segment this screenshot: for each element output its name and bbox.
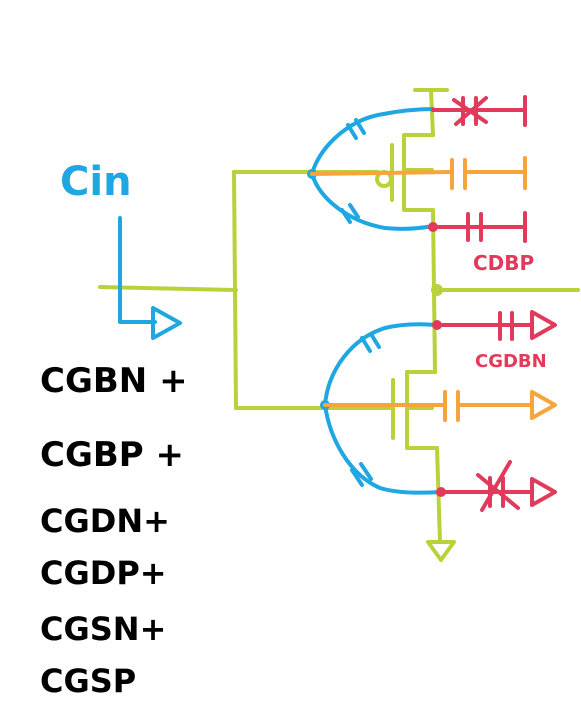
cgbn-plates (443, 390, 460, 422)
gate-bulk-capacitors (310, 156, 557, 422)
sum-list-item: CGBN + (40, 361, 188, 401)
nmos-source-cap-arrow (530, 477, 557, 507)
nmos-source-node (436, 487, 446, 497)
cgdp-cap-icon (346, 118, 366, 140)
junction-capacitors (431, 95, 557, 512)
sum-list-item: CGBP + (40, 435, 184, 475)
pmos-source-cap-crossout (452, 96, 488, 126)
cdbn-arrow (530, 310, 557, 340)
input-wire (98, 285, 238, 292)
cgsn-curve (323, 403, 443, 495)
sum-list-item: CGDP+ (40, 554, 167, 592)
pmos-source-line (429, 88, 435, 137)
cgbn-arrow (530, 390, 557, 420)
cgdbn-label: CGDBN (475, 351, 547, 372)
cgdn-curve (323, 322, 439, 407)
cin-wire (118, 216, 157, 324)
cin-label: Cin (60, 159, 132, 205)
cdbp-label: CDBP (473, 251, 534, 275)
nmos-drain-node (432, 320, 442, 330)
gate-overlap-capacitors (118, 107, 443, 495)
cdbn-plates (498, 311, 514, 341)
output-node (431, 284, 443, 296)
cgdn-cap-icon (360, 332, 381, 353)
capacitance-sum-list: CGBN + CGBP + CGDN+ CGDP+ CGSN+ CGSP (40, 361, 188, 700)
sum-list-item: CGSP (40, 662, 136, 700)
cgbp-wire (310, 170, 452, 176)
pmos-drain-node (428, 222, 438, 232)
gate-bus (232, 170, 238, 410)
sum-list-item: CGSN+ (40, 610, 166, 648)
cgsp-curve (310, 172, 435, 231)
ground-triangle (426, 540, 456, 562)
cin-ground (151, 306, 182, 340)
cgdp-curve (310, 107, 435, 176)
cgsn-cap-icon (350, 462, 373, 487)
cgsp-cap-icon (340, 203, 360, 224)
nmos-source-cap-crossout (476, 460, 520, 512)
sum-list-item: CGDN+ (40, 502, 170, 540)
cgbp-plates (450, 158, 467, 190)
cdbp-plates (466, 212, 483, 242)
